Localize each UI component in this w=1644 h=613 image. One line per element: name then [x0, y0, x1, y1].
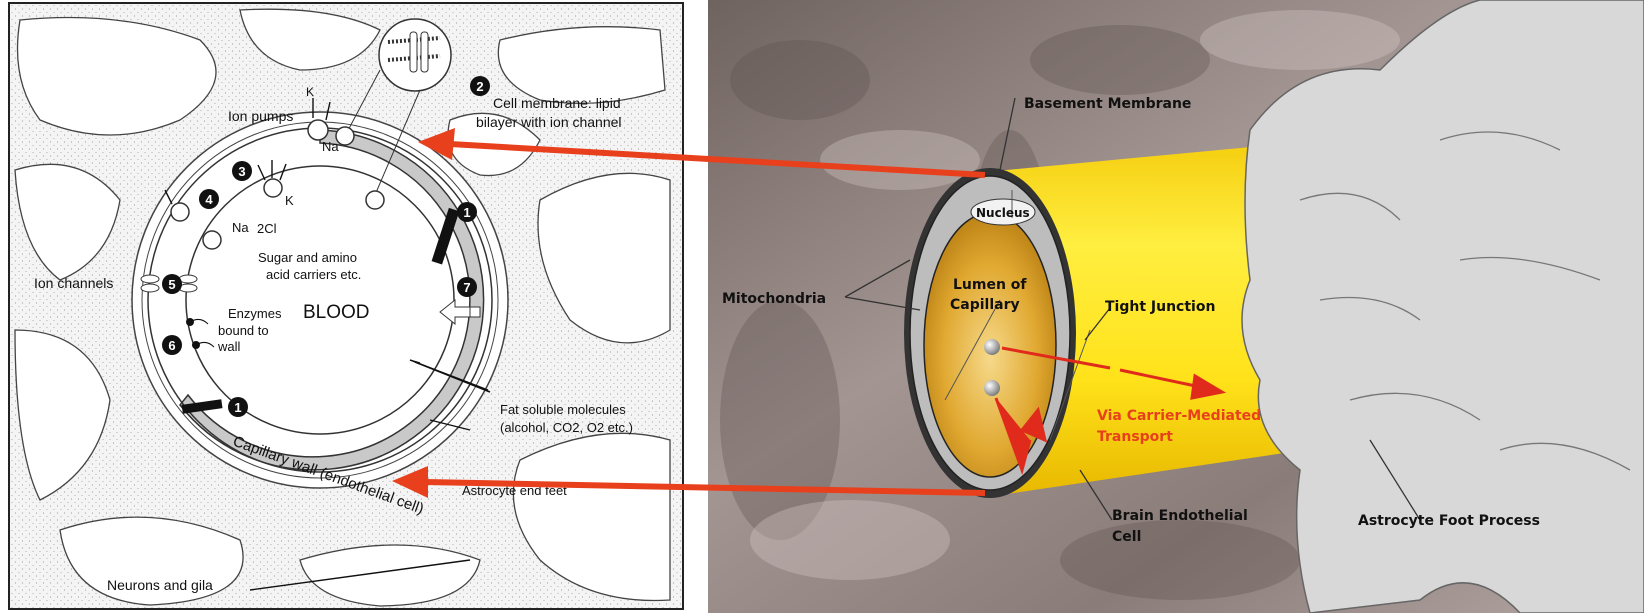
- na-plus-label: Na: [232, 220, 249, 235]
- membrane-label-2: bilayer with ion channel: [476, 114, 622, 130]
- ion-channels-label: Ion channels: [34, 275, 113, 291]
- enzymes-label: Enzymes: [228, 306, 282, 321]
- mitochondria-label: Mitochondria: [722, 291, 826, 307]
- fat-label-2: (alcohol, CO2, O2 etc.): [500, 420, 633, 435]
- neurons-label: Neurons and gila: [107, 577, 213, 593]
- marker-4: 4: [205, 192, 213, 207]
- basement-membrane-label: Basement Membrane: [1024, 96, 1191, 112]
- right-diagram: Basement Membrane Nucleus Lumen of Capil…: [708, 0, 1644, 613]
- blood-lumen: [186, 166, 454, 434]
- k-plus-label: K: [285, 193, 294, 208]
- cl-label: 2Cl: [257, 221, 277, 236]
- transport-label: Transport: [1097, 429, 1173, 445]
- k-label: K: [306, 85, 314, 99]
- brain-endothelial-label: Brain Endothelial: [1112, 508, 1248, 524]
- left-diagram: 1 1 2 3 4 5 6 7 Cell membrane: lipid bil…: [9, 3, 683, 609]
- marker-3: 3: [238, 164, 245, 179]
- na-label: Na: [322, 139, 339, 154]
- marker-1-top: 1: [463, 205, 470, 220]
- marker-7: 7: [463, 280, 470, 295]
- tight-junction-label: Tight Junction: [1105, 299, 1215, 315]
- nucleus-label: Nucleus: [976, 206, 1030, 220]
- marker-6: 6: [168, 338, 175, 353]
- membrane-label: Cell membrane: lipid: [493, 95, 621, 111]
- enzymes-label-2: bound to: [218, 323, 269, 338]
- enzymes-label-3: wall: [217, 339, 241, 354]
- via-carrier-label: Via Carrier-Mediated: [1097, 408, 1261, 424]
- marker-1-bottom: 1: [234, 400, 241, 415]
- lumen-label-2: Capillary: [950, 297, 1020, 313]
- sugar-label: Sugar and amino: [258, 250, 357, 265]
- marker-2: 2: [476, 79, 483, 94]
- cell-label: Cell: [1112, 529, 1141, 545]
- astrocyte-foot-label: Astrocyte Foot Process: [1358, 513, 1540, 529]
- fat-label: Fat soluble molecules: [500, 402, 626, 417]
- sugar-label-2: acid carriers etc.: [266, 267, 361, 282]
- blood-label: BLOOD: [303, 302, 370, 323]
- marker-5: 5: [168, 277, 175, 292]
- lumen-label: Lumen of: [953, 277, 1027, 293]
- ion-pumps-label: Ion pumps: [228, 108, 293, 124]
